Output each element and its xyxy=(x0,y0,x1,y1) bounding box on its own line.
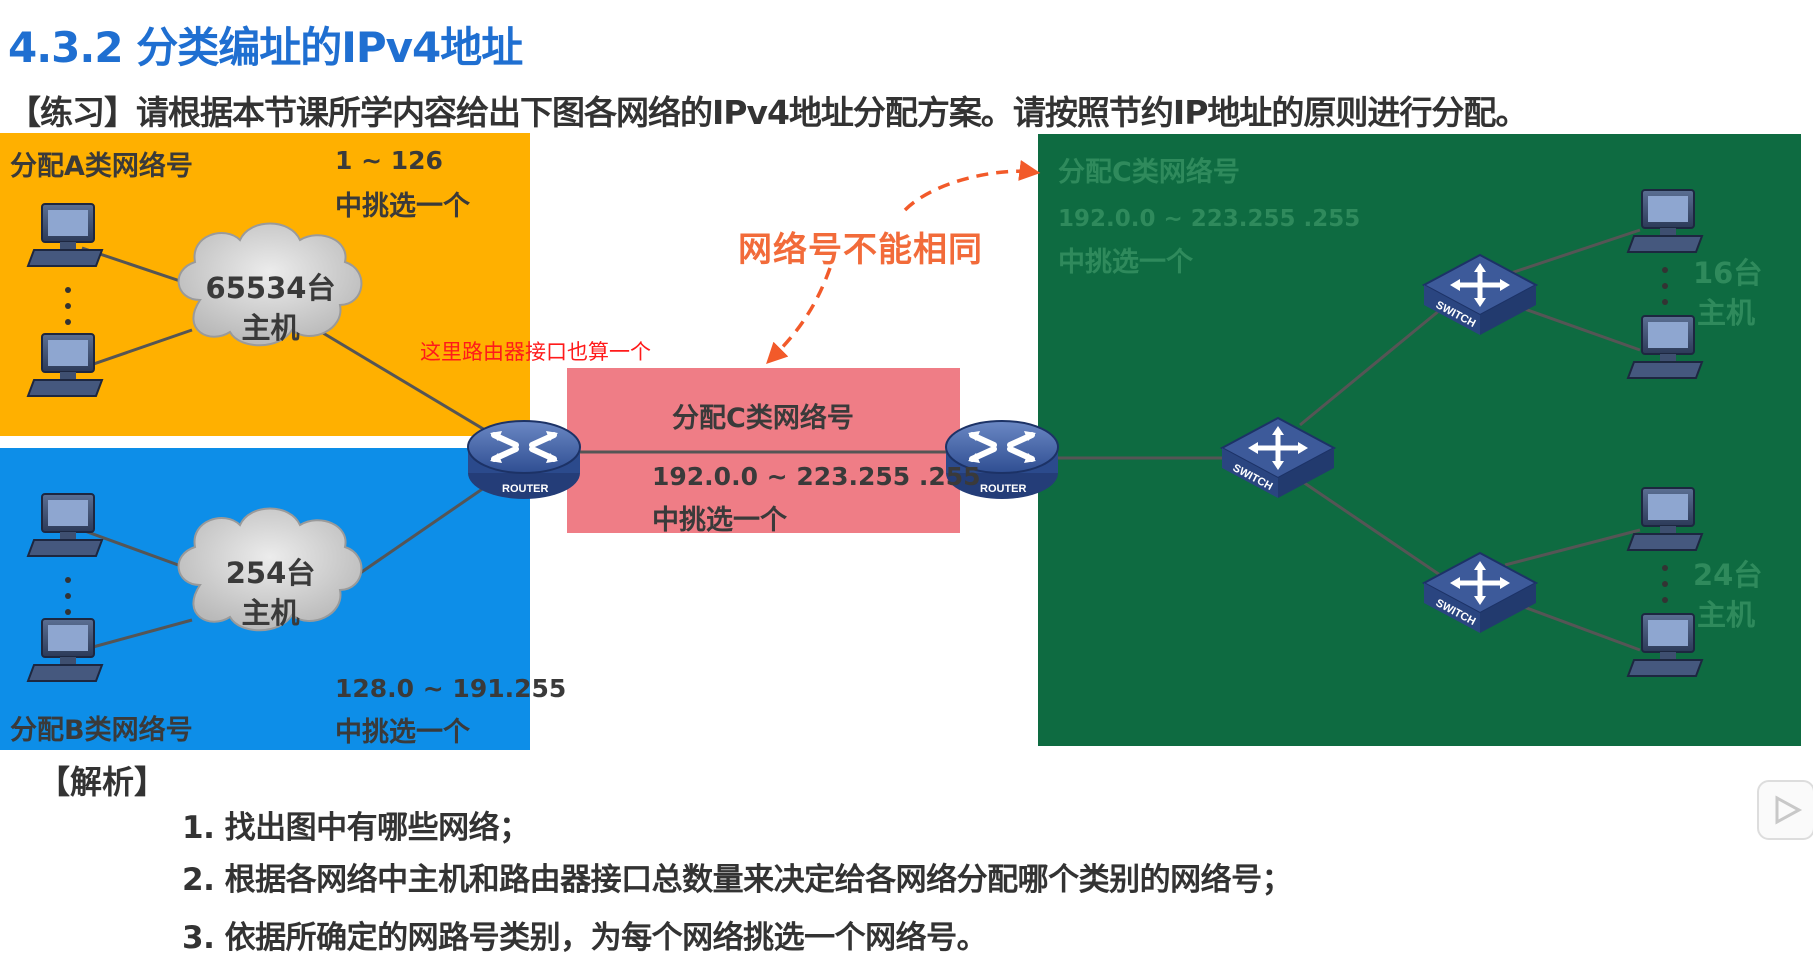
cloud-icon xyxy=(177,507,363,632)
computer-icon xyxy=(1627,613,1703,677)
router-label: ROUTER xyxy=(980,483,1027,495)
middle-pick: 中挑选一个 xyxy=(652,505,787,536)
class-b-range: 128.0 ~ 191.255 xyxy=(335,674,567,703)
middle-label: 分配C类网络号 xyxy=(672,403,854,434)
play-button[interactable] xyxy=(1757,780,1813,840)
switch-icon xyxy=(1424,553,1536,633)
ellipsis-dots xyxy=(65,267,1668,615)
computer-icon xyxy=(1627,315,1703,379)
cloud-text-line1: 254台 xyxy=(225,556,316,590)
dashed-arrow xyxy=(903,160,1041,212)
class-c-pick: 中挑选一个 xyxy=(1058,247,1193,278)
links xyxy=(81,228,1641,652)
class-c-label: 分配C类网络号 xyxy=(1058,157,1240,188)
dashed-arrow xyxy=(766,267,832,364)
warning-text: 网络号不能相同 xyxy=(738,230,983,270)
cloud-text-line2: 主机 xyxy=(241,596,300,630)
router-interface-note: 这里路由器接口也算一个 xyxy=(420,340,651,364)
exercise-text: 【练习】请根据本节课所学内容给出下图各网络的IPv4地址分配方案。请按照节约IP… xyxy=(8,93,1528,132)
class-a-pick: 中挑选一个 xyxy=(335,191,470,222)
analysis-step: 1. 找出图中有哪些网络； xyxy=(182,810,530,846)
cloud-text-line2: 主机 xyxy=(241,311,300,345)
class-b-pick: 中挑选一个 xyxy=(335,717,470,748)
computer-icon xyxy=(1627,189,1703,253)
analysis-heading: 【解析】 xyxy=(38,763,167,801)
hosts-top-count: 16台 xyxy=(1693,256,1763,290)
analysis-step: 3. 依据所确定的网路号类别，为每个网络挑选一个网络号。 xyxy=(182,920,988,956)
page-title: 4.3.2 分类编址的IPv4地址 xyxy=(8,23,523,72)
switch-icon xyxy=(1222,418,1334,498)
router-label: ROUTER xyxy=(502,483,549,495)
class-a-label: 分配A类网络号 xyxy=(10,151,193,182)
computer-icon xyxy=(27,333,103,397)
switch-icon xyxy=(1424,255,1536,335)
cloud-icon xyxy=(177,222,363,347)
computer-icon xyxy=(27,493,103,557)
play-icon xyxy=(1775,795,1803,825)
hosts-bottom-unit: 主机 xyxy=(1697,598,1756,632)
computer-icon xyxy=(27,618,103,682)
class-a-range: 1 ~ 126 xyxy=(335,146,443,175)
middle-range: 192.0.0 ~ 223.255 .255 xyxy=(652,462,981,491)
cloud-text-line1: 65534台 xyxy=(205,271,336,305)
class-c-range: 192.0.0 ~ 223.255 .255 xyxy=(1058,206,1361,232)
computer-icon xyxy=(27,203,103,267)
hosts-bottom-count: 24台 xyxy=(1693,558,1763,592)
computer-icon xyxy=(1627,487,1703,551)
hosts-top-unit: 主机 xyxy=(1697,296,1756,330)
class-b-label: 分配B类网络号 xyxy=(10,715,193,746)
analysis-step: 2. 根据各网络中主机和路由器接口总数量来决定给各网络分配哪个类别的网络号； xyxy=(182,862,1293,898)
